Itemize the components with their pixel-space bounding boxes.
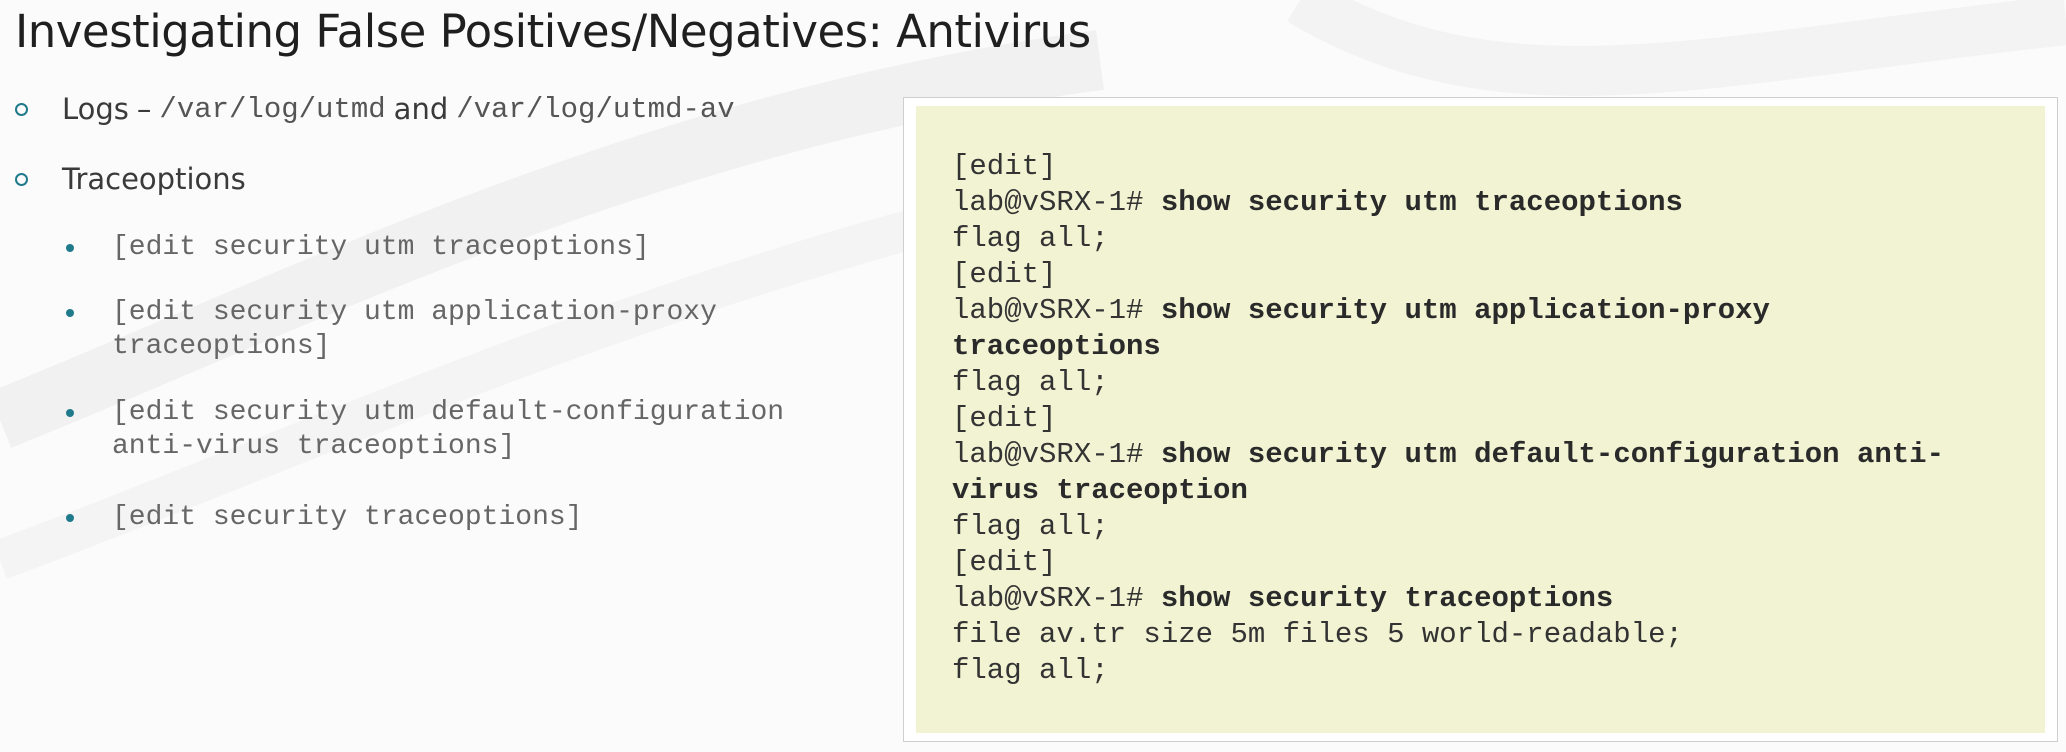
bullet-logs: Logs – /var/log/utmd and /var/log/utmd-a…	[15, 92, 735, 126]
code-text: flag all;	[952, 654, 1109, 687]
code-line: flag all;	[952, 221, 1944, 257]
code-command: traceoptions	[952, 330, 1161, 363]
ring-bullet-icon	[15, 172, 28, 186]
code-example-frame: [edit] lab@vSRX-1# show security utm tra…	[903, 97, 2058, 742]
bullet-list: Logs – /var/log/utmd and /var/log/utmd-a…	[0, 0, 900, 752]
code-line: lab@vSRX-1# show security utm applicatio…	[952, 293, 1944, 329]
code-text: lab@vSRX-1#	[952, 294, 1161, 327]
logs-label: Logs	[62, 92, 129, 126]
logs-path-utmd-av: /var/log/utmd-av	[456, 92, 735, 126]
code-text: lab@vSRX-1#	[952, 582, 1161, 615]
code-line: [edit]	[952, 257, 1944, 293]
code-lines: [edit] lab@vSRX-1# show security utm tra…	[952, 149, 1944, 689]
code-text: [edit]	[952, 150, 1057, 183]
code-text: file av.tr size 5m files 5 world-readabl…	[952, 618, 1683, 651]
code-line: lab@vSRX-1# show security traceoptions	[952, 581, 1944, 617]
code-line: [edit]	[952, 149, 1944, 185]
logs-and: and	[393, 92, 449, 126]
code-line: file av.tr size 5m files 5 world-readabl…	[952, 617, 1944, 653]
sub-bullet-item: [edit security utm traceoptions]	[66, 231, 650, 265]
slide-title: Investigating False Positives/Negatives:…	[15, 5, 1091, 58]
code-text: flag all;	[952, 222, 1109, 255]
code-line: flag all;	[952, 365, 1944, 401]
code-command: show security traceoptions	[1160, 582, 1614, 615]
traceoptions-label: Traceoptions	[62, 162, 246, 196]
code-text: [edit]	[952, 258, 1057, 291]
sub-bullet-text: [edit security utm application-proxy tra…	[112, 297, 717, 362]
code-line: flag all;	[952, 509, 1944, 545]
code-command: virus traceoption	[952, 474, 1248, 507]
code-line: flag all;	[952, 653, 1944, 689]
bullet-traceoptions: Traceoptions	[15, 162, 246, 196]
logs-dash: –	[136, 92, 152, 126]
code-line: virus traceoption	[952, 473, 1944, 509]
code-text: lab@vSRX-1#	[952, 186, 1161, 219]
sub-bullet-text: [edit security utm default-configuration…	[112, 397, 785, 462]
sub-bullet-item: [edit security utm application-proxy tra…	[66, 296, 717, 364]
sub-bullet-text: [edit security utm traceoptions]	[112, 232, 650, 263]
code-command: show security utm traceoptions	[1160, 186, 1683, 219]
code-text: flag all;	[952, 366, 1109, 399]
sub-bullet-item: [edit security utm default-configuration…	[66, 396, 784, 464]
dot-bullet-icon	[66, 309, 74, 317]
dot-bullet-icon	[66, 244, 74, 252]
ring-bullet-icon	[15, 102, 28, 116]
code-example-box: [edit] lab@vSRX-1# show security utm tra…	[916, 106, 2045, 733]
sub-bullet-text: [edit security traceoptions]	[112, 502, 583, 533]
code-text: lab@vSRX-1#	[952, 438, 1161, 471]
logs-path-utmd: /var/log/utmd	[159, 92, 386, 126]
code-line: lab@vSRX-1# show security utm traceoptio…	[952, 185, 1944, 221]
sub-bullet-item: [edit security traceoptions]	[66, 501, 582, 535]
code-text: [edit]	[952, 402, 1057, 435]
code-line: [edit]	[952, 401, 1944, 437]
dot-bullet-icon	[66, 409, 74, 417]
code-line: lab@vSRX-1# show security utm default-co…	[952, 437, 1944, 473]
code-text: [edit]	[952, 546, 1057, 579]
code-command: show security utm default-configuration …	[1160, 438, 1944, 471]
code-text: flag all;	[952, 510, 1109, 543]
code-line: traceoptions	[952, 329, 1944, 365]
code-line: [edit]	[952, 545, 1944, 581]
code-command: show security utm application-proxy	[1160, 294, 1770, 327]
dot-bullet-icon	[66, 514, 74, 522]
